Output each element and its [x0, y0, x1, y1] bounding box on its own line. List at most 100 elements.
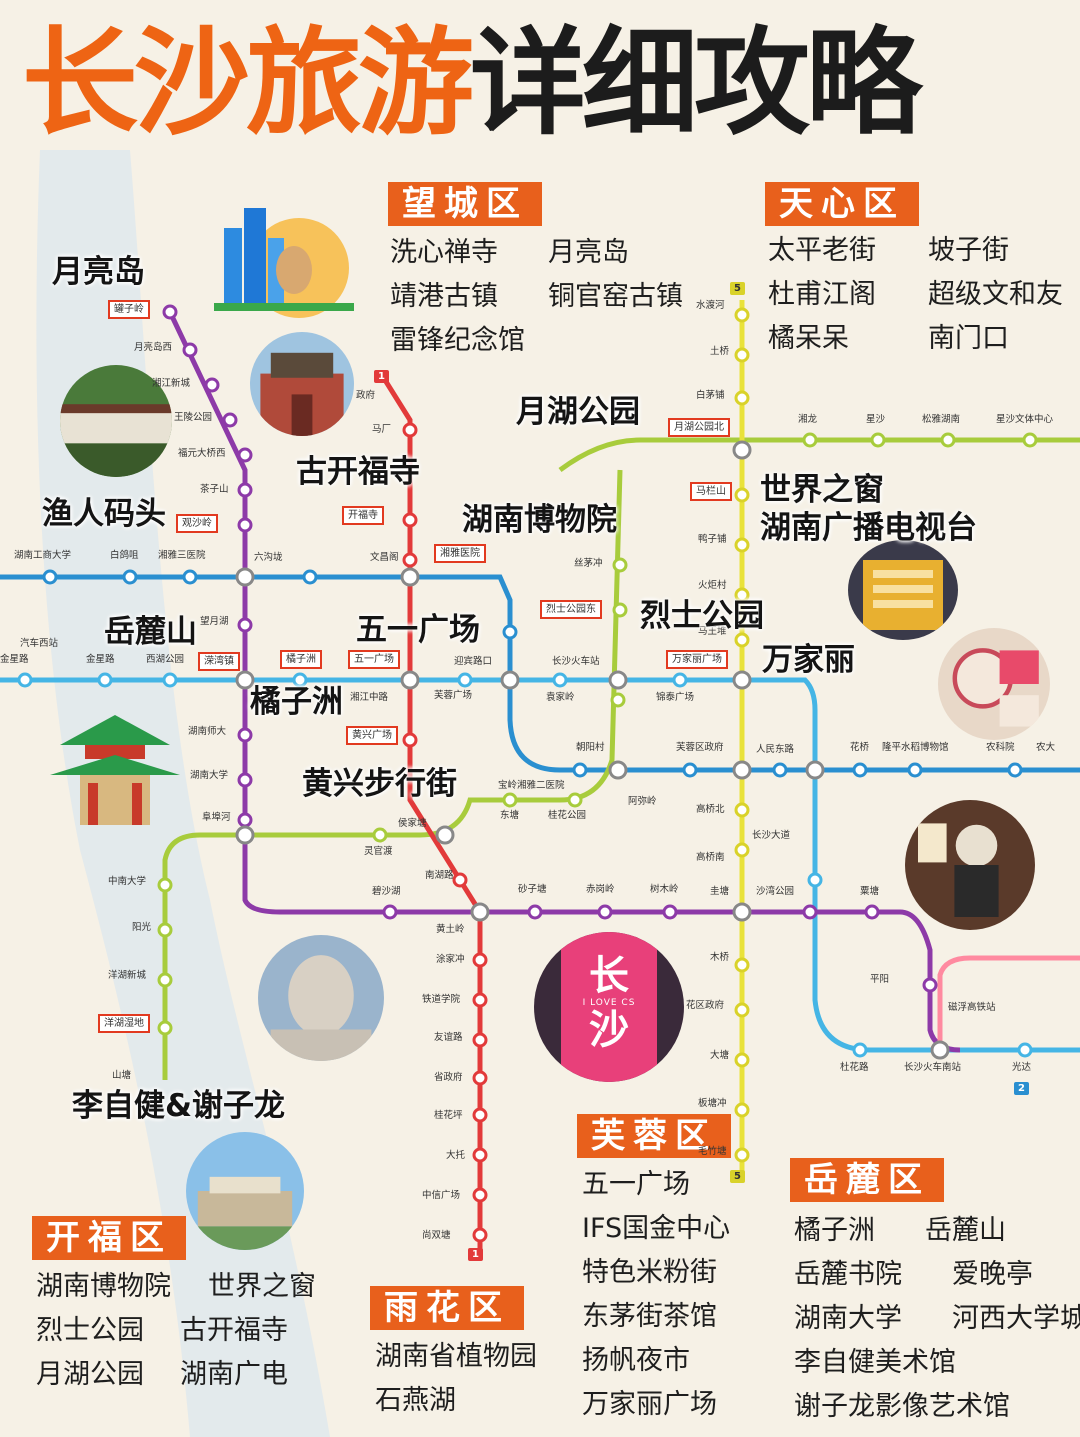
attraction: 爱晚亭 [952, 1259, 1033, 1290]
title-part1: 长沙旅游 [22, 16, 474, 151]
line-5-badge-bottom: 5 [730, 1170, 745, 1183]
attraction: 岳麓书院 [794, 1259, 902, 1290]
station-label: 碧沙湖 [372, 886, 401, 897]
callout-yuelu-mountain: 岳麓山 [104, 614, 197, 650]
callout-wuyi-square: 五一广场 [356, 612, 480, 648]
attraction: 靖港古镇 [390, 281, 498, 312]
station-label: 板塘冲 [698, 1098, 727, 1109]
station-label: 圭塘 [710, 886, 730, 897]
station-label: 水渡河 [696, 300, 725, 311]
station-label: 白茅铺 [696, 390, 725, 401]
station-label: 花桥 [850, 742, 870, 753]
callout-martyrs-park: 烈士公园 [640, 598, 764, 634]
metro-line-1 [382, 378, 483, 1250]
station-label: 长沙火车南站 [904, 1062, 962, 1073]
city-skyline-illustration [214, 198, 354, 318]
attraction: 谢子龙影像艺术馆 [794, 1391, 1010, 1422]
station-label: 东塘 [500, 810, 520, 821]
station-label: 中南大学 [108, 876, 147, 887]
station-label-boxed: 橘子洲 [280, 650, 322, 669]
station-label-boxed: 洋湖湿地 [98, 1014, 150, 1033]
station-label: 星沙 [866, 414, 886, 425]
attraction: 铜官窑古镇 [548, 281, 683, 312]
station-label: 马王堆 [698, 626, 727, 637]
station-label-boxed: 烈士公园东 [540, 600, 602, 619]
attraction: 世界之窗 [208, 1271, 316, 1302]
station-label: 南湖路 [425, 870, 454, 881]
station-label: 高桥北 [696, 804, 725, 815]
station-label-boxed: 五一广场 [348, 650, 400, 669]
callout-wanjiali: 万家丽 [762, 642, 855, 678]
page-title: 长沙旅游详细攻略 [22, 14, 922, 154]
callout-window-of-world: 世界之窗 [760, 472, 884, 508]
station-label: 灵官渡 [364, 846, 393, 857]
attraction: 南门口 [928, 323, 1009, 354]
station-label: 朝阳村 [576, 742, 605, 753]
station-label-boxed: 马栏山 [690, 482, 732, 501]
station-label: 铁道学院 [422, 994, 461, 1005]
line-1-badge-bottom: 1 [468, 1248, 483, 1261]
attraction: 月亮岛 [548, 237, 629, 268]
station-label: 阜埠河 [202, 812, 231, 823]
attraction: 月湖公园 [36, 1359, 144, 1390]
station-label-boxed: 开福寺 [342, 506, 384, 525]
station-label: 土桥 [710, 346, 730, 357]
callout-yueliangdao: 月亮岛 [52, 254, 145, 290]
station-label: 阳光 [132, 922, 152, 933]
station-label: 磁浮高铁站 [948, 1002, 996, 1013]
district-badge-wangcheng: 望城区 [388, 182, 542, 226]
station-label: 木桥 [710, 952, 730, 963]
station-label: 马厂 [372, 424, 392, 435]
attraction: 湖南大学 [794, 1303, 902, 1334]
station-label-boxed: 罐子岭 [108, 300, 150, 319]
station-label: 汽车西站 [20, 638, 59, 649]
station-label: 农大 [1036, 742, 1056, 753]
callout-gukaifusi: 古开福寺 [296, 454, 420, 490]
attraction: 烈士公园 [36, 1315, 144, 1346]
attraction: 太平老街 [768, 235, 876, 266]
callout-fisherman-wharf: 渔人码头 [42, 496, 166, 532]
station-label: 光达 [1012, 1062, 1032, 1073]
attraction: 超级文和友 [928, 279, 1063, 310]
station-label: 湖南大学 [190, 770, 229, 781]
station-label: 大托 [446, 1150, 466, 1161]
museum-photo [186, 1132, 304, 1250]
callout-hunan-museum: 湖南博物院 [462, 502, 617, 538]
attraction: 杜甫江阁 [768, 279, 876, 310]
attraction: 湖南广电 [180, 1359, 288, 1390]
metro-line-3 [162, 469, 623, 1080]
attraction: 万家丽广场 [582, 1389, 717, 1420]
station-label: 湘雅三医院 [158, 550, 206, 561]
station-label: 砂子塘 [518, 884, 547, 895]
station-label: 长沙火车站 [552, 656, 600, 667]
station-label: 桂花坪 [434, 1110, 463, 1121]
love-changsha-sign-photo: 长 I LOVE CS 沙 [534, 932, 684, 1082]
station-label: 高桥南 [696, 852, 725, 863]
attraction: 东茅街茶馆 [582, 1301, 717, 1332]
station-label: 丝茅冲 [574, 558, 603, 569]
district-badge-kaifu: 开福区 [32, 1216, 186, 1260]
line-1-badge-top: 1 [374, 370, 389, 383]
station-label-boxed: 湘雅医院 [434, 544, 486, 563]
attraction: 扬帆夜市 [582, 1345, 690, 1376]
station-label: 迎宾路口 [454, 656, 493, 667]
station-label: 沙湾公园 [756, 886, 795, 897]
station-label: 芙蓉区政府 [676, 742, 724, 753]
station-label: 袁家岭 [546, 692, 575, 703]
attraction: 特色米粉街 [582, 1257, 717, 1288]
station-label: 望月湖 [200, 616, 229, 627]
callout-lizijian-xiezilong: 李自健&谢子龙 [72, 1088, 286, 1124]
title-part2: 详细攻略 [470, 16, 922, 151]
station-label: 平阳 [870, 974, 890, 985]
snack-photo [938, 628, 1050, 740]
interchange-dots [235, 440, 950, 1060]
station-label: 湖南工商大学 [14, 550, 72, 561]
station-label: 树木岭 [650, 884, 679, 895]
station-label: 月亮岛西 [134, 342, 173, 353]
station-label: 尚双塘 [422, 1230, 451, 1241]
attraction: 橘子洲 [794, 1215, 875, 1246]
attraction: 李自健美术馆 [794, 1347, 956, 1378]
callout-orange-isle: 橘子洲 [250, 684, 343, 720]
station-label-boxed: 观沙岭 [176, 514, 218, 533]
